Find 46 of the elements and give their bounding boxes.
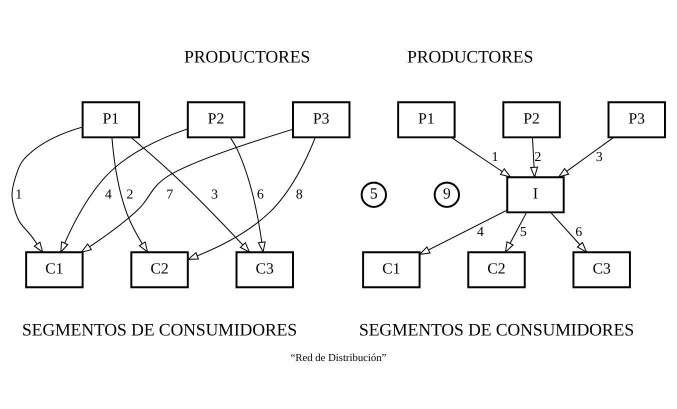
edge-label: 6	[256, 186, 264, 202]
node-box: P3	[608, 101, 666, 138]
node-box: C2	[130, 251, 189, 288]
node-box: C1	[25, 251, 84, 288]
edge-label: 6	[575, 224, 582, 239]
edge-label: 1	[15, 186, 22, 202]
node-circle: 9	[434, 182, 460, 208]
arrow	[186, 137, 316, 260]
edge-label: 5	[520, 224, 527, 239]
arrow	[12, 126, 83, 254]
node-box: C3	[572, 251, 631, 288]
label: SEGMENTOS DE CONSUMIDORES	[358, 319, 634, 340]
arrow	[230, 136, 266, 254]
edge-label: 2	[534, 148, 542, 164]
arrow	[130, 136, 250, 254]
edge-label: 8	[296, 186, 303, 202]
node-box: P1	[397, 101, 456, 138]
arrow	[60, 128, 188, 254]
arrow	[558, 136, 614, 178]
edge-label: 1	[492, 148, 498, 164]
edge-label: 7	[166, 186, 174, 202]
node-box: P2	[502, 101, 561, 138]
edge-label: 3	[596, 148, 603, 164]
edge-label: 4	[477, 224, 484, 239]
arrow	[80, 128, 294, 253]
arrow	[450, 136, 512, 178]
node-box: P1	[82, 101, 140, 138]
edge-label: 4	[105, 186, 112, 202]
node-circle: 5	[360, 182, 387, 208]
arrow	[550, 212, 588, 254]
node-box: I	[506, 176, 565, 214]
arrow	[418, 210, 508, 256]
arrow	[504, 212, 528, 254]
node-box: P2	[186, 101, 246, 138]
label: PRODUCTORES	[184, 46, 310, 67]
node-box: P3	[292, 101, 350, 138]
node-box: C2	[467, 251, 526, 288]
caption: “Red de Distribución”	[290, 352, 386, 364]
arrow	[111, 136, 148, 254]
edge-label: 2	[126, 186, 134, 202]
node-box: C1	[362, 251, 421, 288]
label: PRODUCTORES	[407, 46, 534, 67]
edge-label: 3	[211, 186, 218, 202]
arrow	[530, 136, 538, 178]
label: SEGMENTOS DE CONSUMIDORES	[22, 319, 298, 340]
node-box: C3	[236, 251, 294, 288]
